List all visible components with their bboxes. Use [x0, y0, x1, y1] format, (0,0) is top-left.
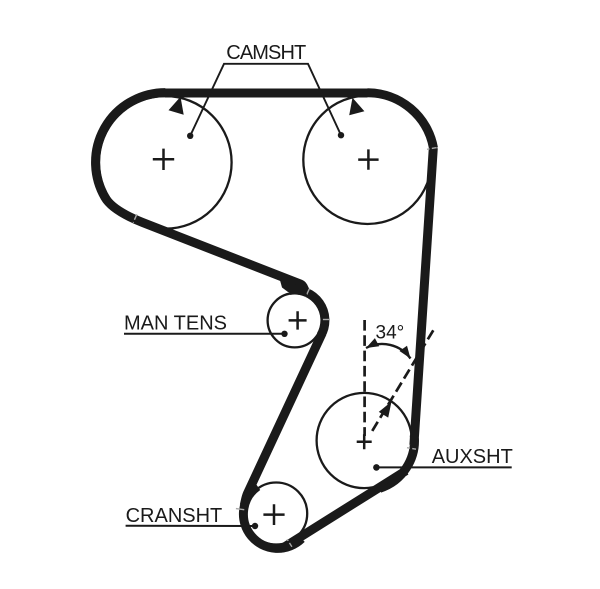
svg-text:CAMSHT: CAMSHT	[226, 42, 306, 64]
svg-text:34°: 34°	[376, 322, 405, 343]
svg-text:MAN TENS: MAN TENS	[124, 312, 227, 334]
svg-text:AUXSHT: AUXSHT	[432, 446, 513, 468]
svg-text:CRANSHT: CRANSHT	[126, 505, 223, 527]
